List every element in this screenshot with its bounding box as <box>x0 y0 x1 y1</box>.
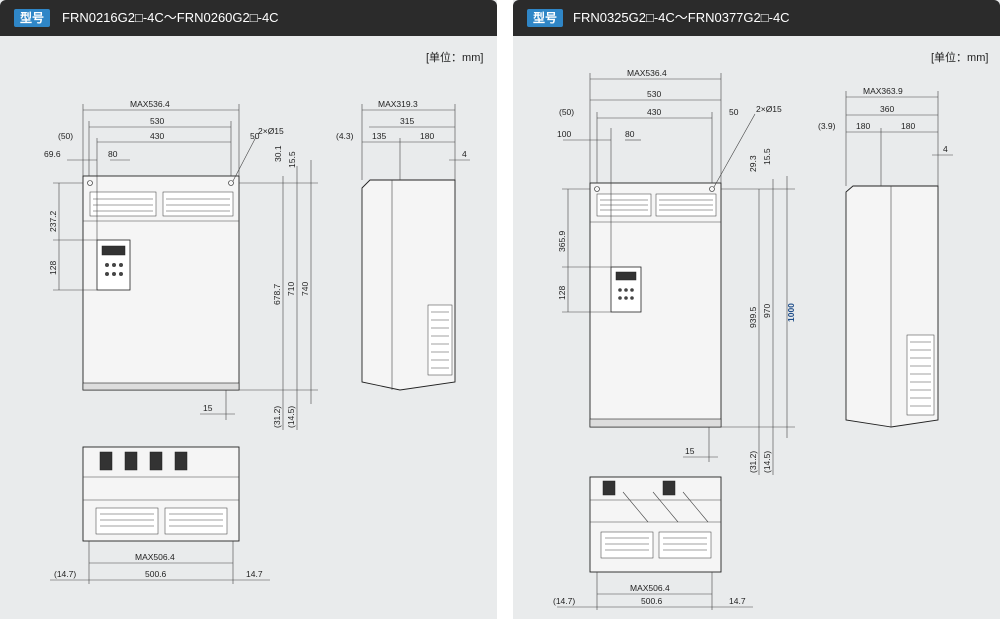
left-dim-b145: (14.5) <box>286 406 296 428</box>
right-dim-155: 15.5 <box>762 148 772 165</box>
left-header: 型号 FRN0216G2□-4C～FRN0260G2□-4C <box>0 0 497 36</box>
right-dim-3659: 365.9 <box>557 230 567 252</box>
right-dim-side-39: (3.9) <box>818 121 836 131</box>
left-dim-side-max: MAX319.3 <box>378 99 418 109</box>
right-model-name: FRN0325G2□-4C～FRN0377G2□-4C <box>573 10 790 25</box>
right-dim-side-max: MAX363.9 <box>863 86 903 96</box>
right-dim-100: 100 <box>557 129 571 139</box>
left-model-name: FRN0216G2□-4C～FRN0260G2□-4C <box>62 10 279 25</box>
left-dim-side-43: (4.3) <box>336 131 354 141</box>
right-panel: 型号 FRN0325G2□-4C～FRN0377G2□-4C [单位：mm] <box>513 0 1000 619</box>
right-dim-b15: 15 <box>685 446 695 456</box>
left-dim-max-width: MAX536.4 <box>130 99 170 109</box>
left-dim-hole: 2×Ø15 <box>258 126 284 136</box>
left-dim-b312: (31.2) <box>272 406 282 428</box>
right-dim-50p: (50) <box>559 107 574 117</box>
left-dim-bot-147l: (14.7) <box>54 569 76 579</box>
left-side-vent <box>427 304 453 376</box>
left-dim-side-180: 180 <box>420 131 434 141</box>
left-dim-bot-147r: 14.7 <box>246 569 263 579</box>
left-unit-label: [单位：mm] <box>426 52 484 64</box>
right-front-view: MAX536.4 530 (50) 430 50 100 80 2×Ø15 29… <box>557 68 796 475</box>
left-side-view: MAX319.3 315 (4.3) 135 180 4 <box>336 99 470 391</box>
left-bottom-vent-left <box>95 507 159 535</box>
left-front-view: MAX536.4 530 (50) 430 50 69.6 80 2×Ø15 3… <box>44 99 318 430</box>
right-drawing: MAX536.4 530 (50) 430 50 100 80 2×Ø15 29… <box>553 68 953 610</box>
right-dim-side-360: 360 <box>880 104 894 114</box>
right-dim-side-180a: 180 <box>856 121 870 131</box>
left-dim-50p: (50) <box>58 131 73 141</box>
right-side-vent <box>906 334 935 416</box>
right-header: 型号 FRN0325G2□-4C～FRN0377G2□-4C <box>513 0 1000 36</box>
right-dim-80: 80 <box>625 129 635 139</box>
left-dim-bot-max: MAX506.4 <box>135 552 175 562</box>
right-bottom-vent-right <box>658 531 712 559</box>
right-dim-970: 970 <box>762 304 772 318</box>
left-dim-128: 128 <box>48 261 58 275</box>
right-dim-bot-147l: (14.7) <box>553 596 575 606</box>
right-dim-side-4: 4 <box>943 144 948 154</box>
right-dim-bot-max: MAX506.4 <box>630 583 670 593</box>
right-dim-293: 29.3 <box>748 155 758 172</box>
left-dim-696: 69.6 <box>44 149 61 159</box>
left-dim-430: 430 <box>150 131 164 141</box>
right-dim-side-180b: 180 <box>901 121 915 131</box>
left-dim-740: 740 <box>300 282 310 296</box>
right-front-body <box>589 182 722 428</box>
left-front-vent-left <box>89 191 157 217</box>
right-dim-128: 128 <box>557 286 567 300</box>
left-dim-6787: 678.7 <box>272 283 282 305</box>
left-dim-side-315: 315 <box>400 116 414 126</box>
right-dim-9395: 939.5 <box>748 306 758 328</box>
left-bottom-view: MAX506.4 500.6 (14.7) 14.7 <box>50 446 270 584</box>
right-bottom-vent-left <box>600 531 654 559</box>
left-dim-80: 80 <box>108 149 118 159</box>
right-side-view: MAX363.9 360 (3.9) 180 180 4 <box>818 86 953 428</box>
right-dim-bot-147r: 14.7 <box>729 596 746 606</box>
right-bottom-view: MAX506.4 500.6 (14.7) 14.7 <box>553 476 753 610</box>
left-dim-301: 30.1 <box>273 145 283 162</box>
right-dim-1000: 1000 <box>786 303 796 322</box>
left-dim-50: 50 <box>250 131 260 141</box>
right-dim-b145: (14.5) <box>762 451 772 473</box>
right-dim-50: 50 <box>729 107 739 117</box>
right-dim-max-width: MAX536.4 <box>627 68 667 78</box>
left-front-vent-right <box>162 191 234 217</box>
left-dim-bot-5006: 500.6 <box>145 569 167 579</box>
left-dim-side-135: 135 <box>372 131 386 141</box>
right-dim-430: 430 <box>647 107 661 117</box>
left-bottom-vent-right <box>164 507 228 535</box>
right-dim-b312: (31.2) <box>748 451 758 473</box>
left-dim-2372: 237.2 <box>48 210 58 232</box>
left-dim-530: 530 <box>150 116 164 126</box>
left-dim-side-4: 4 <box>462 149 467 159</box>
left-dim-155: 15.5 <box>287 151 297 168</box>
right-model-tag: 型号 <box>527 9 564 27</box>
left-model-tag: 型号 <box>14 9 51 27</box>
left-dim-710: 710 <box>286 282 296 296</box>
right-dim-bot-5006: 500.6 <box>641 596 663 606</box>
right-unit-label: [单位：mm] <box>931 52 989 64</box>
left-drawing: MAX536.4 530 (50) 430 50 69.6 80 2×Ø15 3… <box>44 99 470 584</box>
right-dim-hole: 2×Ø15 <box>756 104 782 114</box>
right-dim-530: 530 <box>647 89 661 99</box>
left-panel: 型号 FRN0216G2□-4C～FRN0260G2□-4C [单位：mm] <box>0 0 497 619</box>
left-dim-b15: 15 <box>203 403 213 413</box>
